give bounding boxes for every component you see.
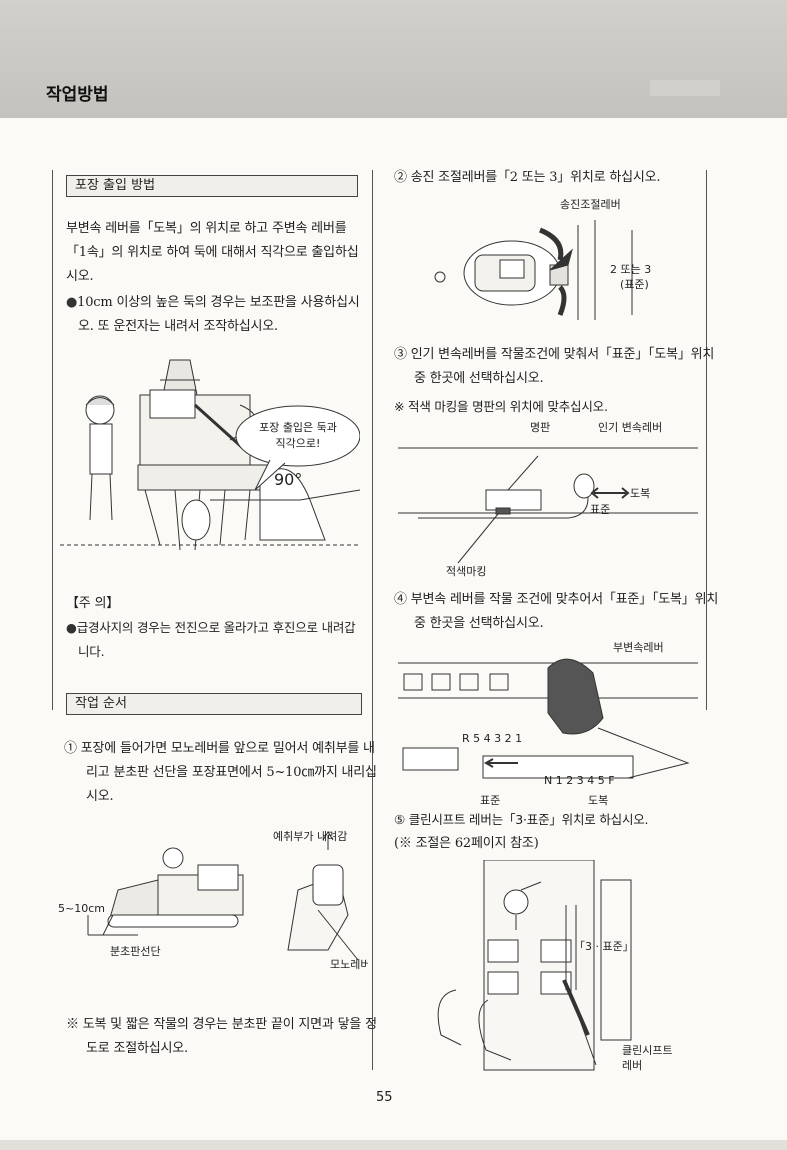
left-border-rule: [52, 170, 53, 710]
header-band: [0, 0, 787, 118]
label-feed-lever: 송진조절레버: [560, 198, 621, 211]
bullet-high-bank-text: 10cm 이상의 높은 둑의 경우는 보조판을 사용하십시오. 또 운전자는 내…: [77, 295, 360, 334]
step-5-note: (※ 조절은 62페이지 참조): [394, 836, 539, 851]
step-3-note: ※ 적색 마킹을 명판의 위치에 맞추십시오.: [394, 399, 608, 414]
label-clean-shift-lever-1: 클린시프트: [622, 1044, 673, 1057]
label-divider-tip: 분초판선단: [110, 945, 161, 958]
feed-lever-illustration: 송진조절레버 2 또는 3 (표준): [434, 198, 651, 320]
balloon-text-line2: 직각으로!: [276, 437, 321, 450]
gear-scale-top: R 5 4 3 2 1: [462, 732, 522, 745]
label-3-standard: 「3 · 표준」: [574, 940, 634, 953]
label-sub-shift-lever: 부변속레버: [613, 641, 664, 654]
page-title: 작업방법: [46, 85, 109, 105]
section-title-work-order: 작업 순서: [66, 693, 362, 715]
step-4: ④ 부변속 레버를 작물 조건에 맞추어서「표준」「도복」위치 중 한곳을 선택…: [394, 592, 719, 631]
angle-label: 90°: [274, 470, 302, 489]
caution-bullet-text: 급경사지의 경우는 전진으로 올라가고 후진으로 내려갑니다.: [76, 620, 356, 659]
label-clean-shift-lever-2: 레버: [622, 1059, 642, 1072]
column-divider: [372, 170, 373, 1070]
label-reaper-lever: 인기 변속레버: [598, 421, 662, 434]
label-height-range: 5~10cm: [58, 902, 105, 915]
label-standard-3: 표준: [590, 503, 610, 516]
header-faded-text: [650, 80, 720, 96]
label-standard-4: 표준: [480, 794, 500, 807]
label-name-plate: 명판: [530, 421, 550, 434]
field-entry-paragraph: 부변속 레버를「도복」의 위치로 하고 주변속 레버를「1속」의 위치로 하여 …: [66, 217, 362, 339]
work-step-1: ① 포장에 들어가면 모노레버를 앞으로 밀어서 예취부를 내리고 분초판 선단…: [64, 741, 377, 804]
reaper-speed-lever-illustration: 명판 인기 변속레버 도복 표준 적색마킹: [398, 421, 698, 578]
label-lodged: 도복: [630, 487, 650, 500]
gear-scale-bottom: N 1 2 3 4 5 F: [544, 774, 615, 787]
label-position-2-or-3: 2 또는 3: [610, 263, 651, 276]
page-number: 55: [376, 1090, 393, 1105]
caution-bullet: ●급경사지의 경우는 전진으로 올라가고 후진으로 내려갑니다.: [66, 620, 356, 659]
label-mono-lever: 모노레버: [330, 958, 368, 971]
field-entry-illustration: 포장 출입은 둑과 직각으로! 90°: [60, 359, 360, 551]
label-standard: (표준): [620, 278, 649, 291]
sub-shift-lever-illustration: 부변속레버 R 5 4 3 2 1 N 1 2 3 4 5 F 표준 도복: [398, 641, 698, 807]
lodged-crop-note: ※ 도복 및 짧은 작물의 경우는 분초판 끝이 지면과 닿을 정도로 조절하십…: [66, 1017, 377, 1056]
footer-band: [0, 1140, 787, 1150]
field-entry-text: 부변속 레버를「도복」의 위치로 하고 주변속 레버를「1속」의 위치로 하여 …: [66, 221, 359, 284]
label-red-marking: 적색마킹: [446, 565, 486, 578]
right-border-rule: [706, 170, 707, 710]
step-3: ③ 인기 변속레버를 작물조건에 맞춰서「표준」「도복」위치 중 한곳에 선택하…: [394, 347, 715, 386]
caution-heading: 【주 의】: [66, 596, 120, 611]
label-header-lowering: 예취부가 내려감: [273, 830, 347, 843]
balloon-text-line1: 포장 출입은 둑과: [259, 421, 337, 434]
label-lodged-4: 도복: [588, 794, 608, 807]
step-2: ② 송진 조절레버를「2 또는 3」위치로 하십시오.: [394, 170, 661, 185]
clean-shift-lever-illustration: 「3 · 표준」 클린시프트 레버: [437, 860, 673, 1072]
bullet-high-bank: ●10cm 이상의 높은 둑의 경우는 보조판을 사용하십시오. 또 운전자는 …: [66, 295, 360, 334]
mono-lever-illustration: 예취부가 내려감 5~10cm 분초판선단 모노레버: [58, 830, 368, 971]
section-title-field-entry: 포장 출입 방법: [66, 175, 358, 197]
caution-block: 【주 의】 ●급경사지의 경우는 전진으로 올라가고 후진으로 내려갑니다.: [66, 592, 362, 664]
step-5: ⑤ 클린시프트 레버는「3·표준」위치로 하십시오.: [394, 812, 649, 827]
